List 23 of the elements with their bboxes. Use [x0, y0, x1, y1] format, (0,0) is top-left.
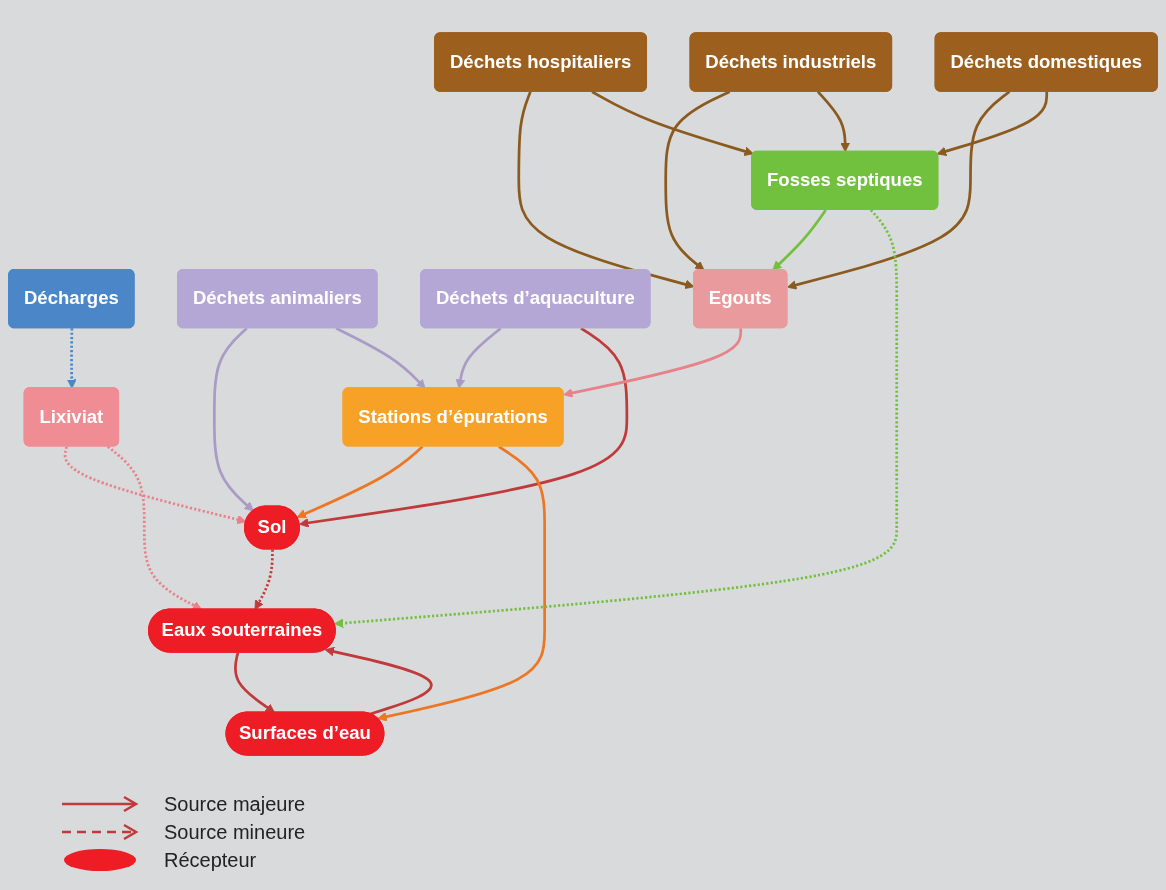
arrow: [664, 90, 731, 271]
arrow: [377, 445, 546, 722]
legend-label: Récepteur: [164, 848, 257, 872]
arrow: [296, 445, 424, 519]
arrow: [254, 549, 274, 610]
arrow: [772, 209, 827, 271]
arrow: [591, 90, 754, 156]
arrow: [563, 328, 743, 398]
arrow: [233, 652, 275, 714]
arrow: [936, 91, 1049, 156]
arrow: [107, 445, 203, 610]
arrow: [455, 327, 502, 389]
arrow: [63, 446, 247, 525]
legend-label: Source mineure: [164, 820, 306, 844]
arrow: [334, 209, 899, 628]
arrow: [299, 327, 629, 528]
legend-label: Source majeure: [164, 792, 306, 816]
arrow: [335, 327, 426, 389]
arrow: [324, 646, 433, 716]
arrow: [66, 328, 77, 389]
arrow: [212, 327, 254, 512]
arrow: [787, 90, 1011, 290]
arrow: [816, 90, 850, 153]
